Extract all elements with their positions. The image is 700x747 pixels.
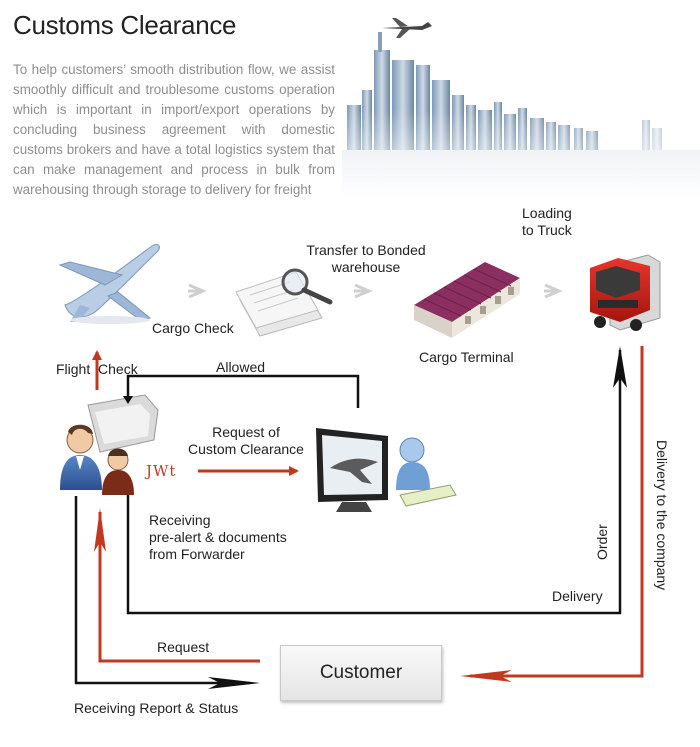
label-allowed: Allowed xyxy=(216,359,266,375)
computer-customs-icon xyxy=(316,428,457,512)
cargo-terminal-icon xyxy=(414,262,520,338)
documents-magnifier-icon xyxy=(235,268,333,337)
airplane-icon xyxy=(382,18,432,38)
flow-chevron-icon xyxy=(188,283,563,299)
label-loading-to-truck: Loading to Truck xyxy=(522,205,572,238)
label-transfer-bonded: Transfer to Bonded warehouse xyxy=(306,242,426,275)
business-people-icon xyxy=(60,394,159,495)
label-request: Request xyxy=(157,639,210,655)
city-skyline-illustration xyxy=(342,18,700,200)
label-order: Order xyxy=(594,524,610,560)
cargo-plane-icon xyxy=(58,244,160,324)
page-title: Customs Clearance xyxy=(13,10,237,40)
label-cargo-check: Cargo Check xyxy=(152,320,234,336)
label-delivery-to-company: Delivery to the company xyxy=(654,440,670,591)
label-flight-check: Flight Check xyxy=(56,361,138,377)
label-delivery: Delivery xyxy=(552,588,603,604)
label-cargo-terminal: Cargo Terminal xyxy=(419,349,514,365)
label-receiving-report: Receiving Report & Status xyxy=(74,700,239,716)
label-receiving-prealert: Receiving pre-alert & documents from For… xyxy=(149,512,287,562)
customer-box: Customer xyxy=(280,645,442,701)
label-request-customs: Request of Custom Clearance xyxy=(188,424,304,457)
intro-paragraph: To help customers’ smooth distribution f… xyxy=(13,62,335,197)
jwt-logo: JWt xyxy=(146,462,177,480)
delivery-truck-icon xyxy=(590,254,661,331)
